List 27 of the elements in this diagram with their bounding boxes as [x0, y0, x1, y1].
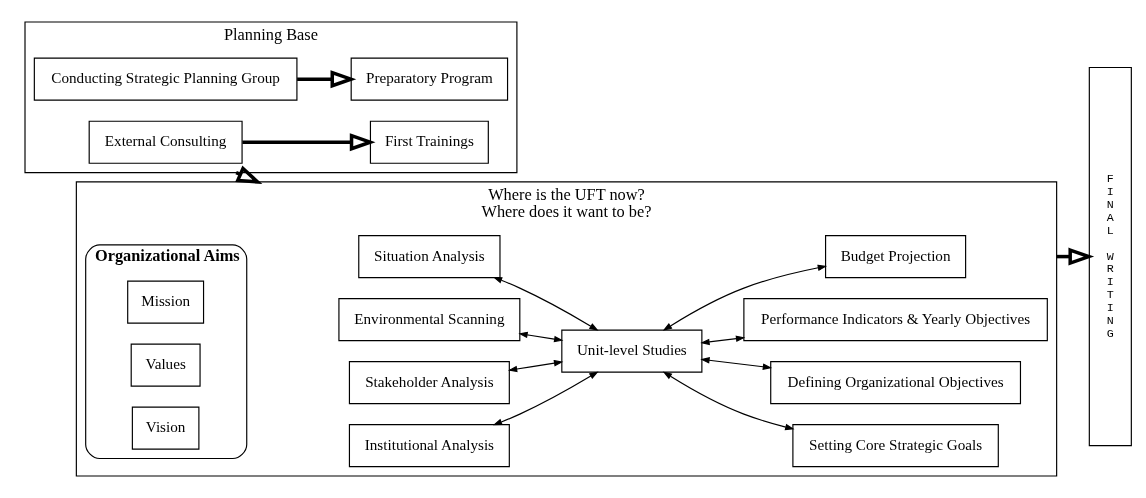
node-box: Budget Projection — [824, 235, 966, 279]
node-box: Values — [130, 343, 201, 387]
arrow — [296, 70, 356, 89]
arrow — [517, 331, 563, 343]
arrow — [492, 276, 599, 331]
node-box: Unit-level Studies — [560, 329, 702, 373]
node-box: Stakeholder Analysis — [348, 361, 510, 405]
node-box: Situation Analysis — [357, 235, 501, 279]
arrow — [699, 357, 772, 370]
node-box: Vision — [131, 406, 199, 450]
node-box: Performance Indicators & Yearly Objectives — [742, 298, 1048, 342]
arrow — [492, 371, 599, 426]
arrow — [507, 359, 563, 373]
node-box: External Consulting — [88, 120, 243, 164]
arrow — [662, 371, 794, 431]
arrow — [699, 335, 745, 346]
node-box: FINAL WRITING — [1088, 66, 1132, 447]
node-box: Conducting Strategic Planning Group — [33, 57, 297, 101]
node-box: Setting Core Strategic Goals — [791, 424, 999, 468]
node-box: First Trainings — [369, 120, 489, 164]
node-box: Preparatory Program — [350, 57, 508, 101]
node-box: Institutional Analysis — [348, 424, 510, 468]
node-box: Environmental Scanning — [337, 298, 520, 342]
node-box: Mission — [126, 280, 204, 324]
node-box: Defining Organizational Objectives — [769, 361, 1021, 405]
arrow — [241, 133, 375, 152]
arrow — [662, 264, 827, 331]
